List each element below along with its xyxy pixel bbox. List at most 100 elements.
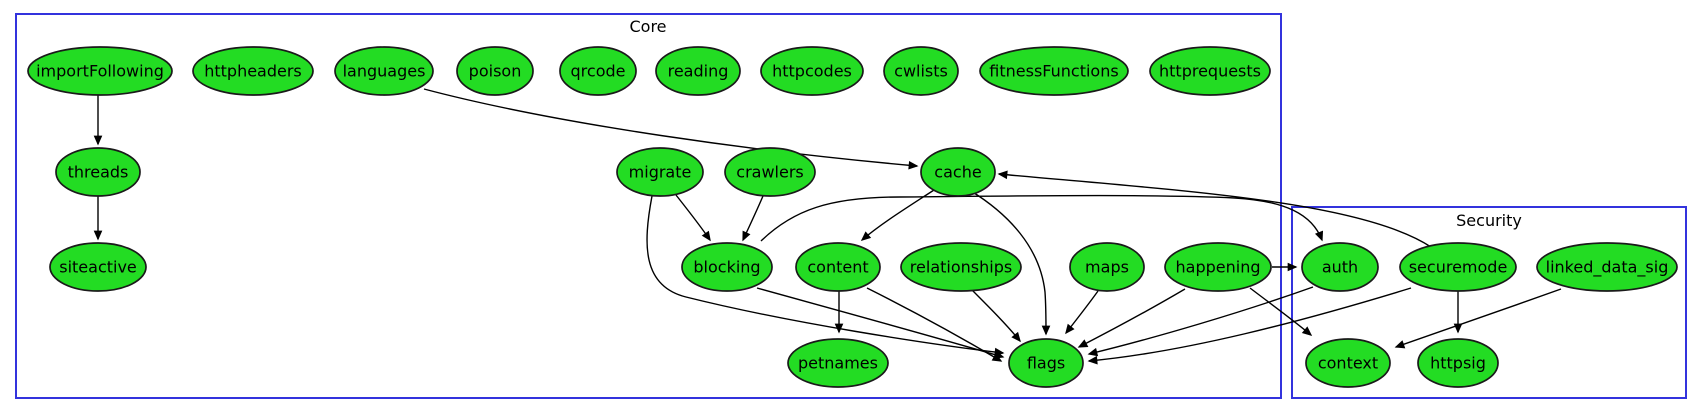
node-ellipse-poison (456, 46, 534, 96)
node-label-httpcodes: httpcodes (772, 62, 852, 81)
node-label-happening: happening (1176, 258, 1261, 277)
node-httpsig: httpsig (1417, 338, 1499, 388)
node-fitnessFunctions: fitnessFunctions (979, 46, 1129, 96)
node-qrcode: qrcode (559, 46, 637, 96)
node-ellipse-languages (334, 46, 434, 96)
node-label-blocking: blocking (693, 258, 760, 277)
edge-crawlers-to-blocking (742, 195, 764, 242)
cluster-label-core: Core (629, 17, 666, 36)
node-ellipse-flags (1008, 338, 1084, 388)
node-ellipse-threads (55, 147, 141, 197)
node-ellipse-blocking (681, 242, 773, 292)
node-context: context (1305, 338, 1391, 388)
node-ellipse-maps (1069, 242, 1145, 292)
node-ellipse-httpsig (1417, 338, 1499, 388)
node-ellipse-linked_data_sig (1536, 242, 1678, 292)
node-languages: languages (334, 46, 434, 96)
node-label-importFollowing: importFollowing (36, 62, 164, 81)
edge-cache-to-flags (970, 190, 1051, 336)
node-ellipse-httprequests (1149, 46, 1271, 96)
node-label-qrcode: qrcode (571, 62, 626, 81)
node-label-relationships: relationships (910, 258, 1012, 277)
node-label-petnames: petnames (798, 354, 878, 373)
node-label-reading: reading (668, 62, 729, 81)
node-ellipse-content (795, 242, 881, 292)
node-label-maps: maps (1085, 258, 1129, 277)
node-crawlers: crawlers (724, 147, 816, 197)
edge-maps-to-flags (1065, 290, 1099, 335)
node-ellipse-qrcode (559, 46, 637, 96)
node-httpcodes: httpcodes (760, 46, 864, 96)
node-label-cwlists: cwlists (894, 62, 948, 81)
node-label-siteactive: siteactive (59, 258, 137, 277)
node-ellipse-reading (655, 46, 741, 96)
edge-blocking-to-flags (756, 287, 1005, 359)
cluster-box-security (1291, 206, 1687, 399)
node-label-httprequests: httprequests (1159, 62, 1261, 81)
node-ellipse-cache (920, 147, 996, 197)
edge-securemode-to-cache (997, 170, 1432, 248)
node-cwlists: cwlists (883, 46, 959, 96)
node-label-context: context (1318, 354, 1378, 373)
node-label-flags: flags (1027, 354, 1065, 373)
node-label-cache: cache (934, 163, 981, 182)
node-label-auth: auth (1322, 258, 1358, 277)
node-label-fitnessFunctions: fitnessFunctions (989, 62, 1118, 81)
node-label-securemode: securemode (1409, 258, 1508, 277)
node-ellipse-httpcodes (760, 46, 864, 96)
node-ellipse-siteactive (49, 242, 147, 292)
edge-migrate-to-flags (646, 195, 1005, 357)
node-blocking: blocking (681, 242, 773, 292)
node-ellipse-auth (1301, 242, 1379, 292)
node-importFollowing: importFollowing (27, 46, 173, 96)
edge-content-to-flags (866, 287, 1003, 362)
edge-blocking-to-auth (760, 194, 1324, 242)
node-cache: cache (920, 147, 996, 197)
edge-migrate-to-blocking (675, 194, 711, 242)
node-label-migrate: migrate (629, 163, 692, 182)
node-ellipse-context (1305, 338, 1391, 388)
node-ellipse-fitnessFunctions (979, 46, 1129, 96)
node-migrate: migrate (616, 147, 704, 197)
node-label-crawlers: crawlers (736, 163, 803, 182)
node-ellipse-importFollowing (27, 46, 173, 96)
node-label-threads: threads (68, 163, 129, 182)
node-httpheaders: httpheaders (192, 46, 314, 96)
node-label-languages: languages (343, 62, 426, 81)
node-label-httpsig: httpsig (1430, 354, 1486, 373)
node-poison: poison (456, 46, 534, 96)
node-flags: flags (1008, 338, 1084, 388)
node-maps: maps (1069, 242, 1145, 292)
node-ellipse-securemode (1399, 242, 1517, 292)
node-label-content: content (807, 258, 868, 277)
node-ellipse-httpheaders (192, 46, 314, 96)
node-label-httpheaders: httpheaders (204, 62, 302, 81)
edge-happening-to-flags (1077, 288, 1186, 348)
node-label-poison: poison (469, 62, 522, 81)
edge-languages-to-cache (423, 88, 919, 170)
node-ellipse-relationships (900, 242, 1022, 292)
node-happening: happening (1164, 242, 1272, 292)
node-ellipse-migrate (616, 147, 704, 197)
node-siteactive: siteactive (49, 242, 147, 292)
node-content: content (795, 242, 881, 292)
edge-cache-to-content (860, 189, 935, 241)
node-relationships: relationships (900, 242, 1022, 292)
node-ellipse-happening (1164, 242, 1272, 292)
node-label-linked_data_sig: linked_data_sig (1546, 258, 1669, 278)
edge-happening-to-context (1249, 287, 1313, 336)
node-ellipse-crawlers (724, 147, 816, 197)
node-auth: auth (1301, 242, 1379, 292)
node-ellipse-cwlists (883, 46, 959, 96)
edge-linked_data_sig-to-context (1394, 288, 1562, 349)
edge-securemode-to-flags (1087, 287, 1412, 365)
edge-auth-to-flags (1087, 286, 1314, 357)
node-ellipse-petnames (787, 338, 889, 388)
node-threads: threads (55, 147, 141, 197)
cluster-label-security: Security (1456, 211, 1522, 230)
node-reading: reading (655, 46, 741, 96)
node-linked_data_sig: linked_data_sig (1536, 242, 1678, 292)
node-httprequests: httprequests (1149, 46, 1271, 96)
